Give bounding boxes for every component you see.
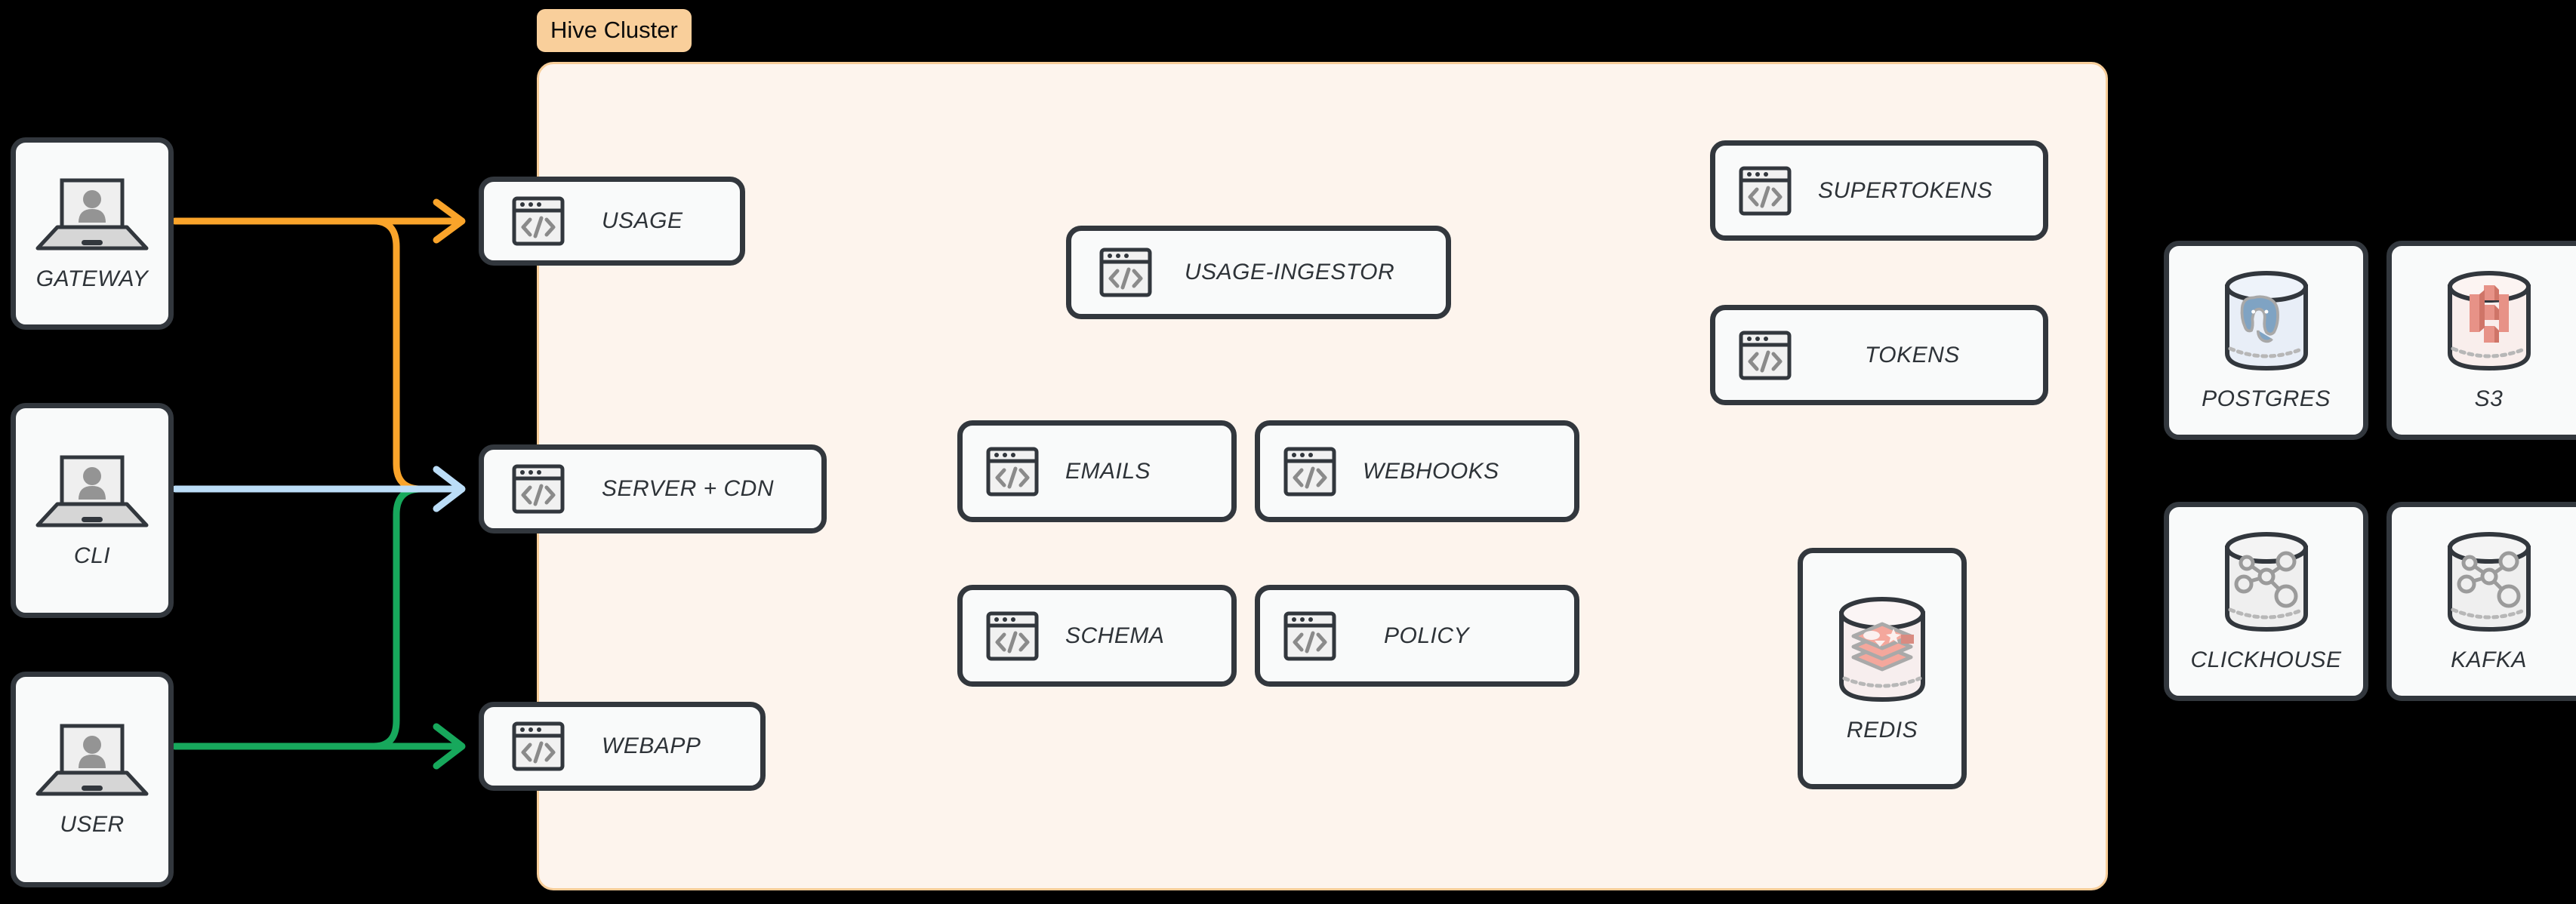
- code-window-icon: [1738, 328, 1792, 383]
- node-webhooks[interactable]: WEBHOOKS: [1255, 420, 1579, 522]
- code-window-icon: [985, 609, 1040, 663]
- node-label: SUPERTOKENS: [1818, 177, 1993, 203]
- code-window-icon: [511, 194, 565, 248]
- code-window-icon: [511, 462, 565, 516]
- node-redis[interactable]: REDIS: [1798, 548, 1967, 789]
- node-usage-ingestor[interactable]: USAGE-INGESTOR: [1066, 226, 1451, 319]
- code-window-icon: [511, 719, 565, 773]
- node-cli[interactable]: CLI: [11, 403, 174, 618]
- edge-gateway-server-cdn: [171, 217, 460, 493]
- code-window-icon: [1098, 245, 1153, 300]
- postgres-db-icon: [2217, 269, 2316, 374]
- node-label: CLICKHOUSE: [2190, 647, 2342, 672]
- node-label: USAGE-INGESTOR: [1185, 260, 1395, 284]
- node-tokens[interactable]: TOKENS: [1710, 305, 2048, 405]
- code-window-icon: [1283, 609, 1337, 663]
- node-label: CLI: [73, 543, 111, 568]
- node-policy[interactable]: POLICY: [1255, 585, 1579, 687]
- redis-db-icon: [1829, 594, 1935, 706]
- graph-db-icon: [2217, 530, 2316, 635]
- node-label: USAGE: [602, 208, 683, 233]
- node-label: POSTGRES: [2202, 386, 2331, 411]
- node-label: SERVER + CDN: [602, 476, 775, 501]
- s3-db-icon: [2439, 269, 2539, 374]
- code-window-icon: [985, 444, 1040, 499]
- laptop-user-icon: [33, 721, 151, 800]
- hive-cluster-label: Hive Cluster: [537, 9, 692, 52]
- node-label: KAFKA: [2451, 647, 2527, 672]
- node-webapp[interactable]: WEBAPP: [479, 702, 766, 791]
- node-label: USER: [60, 812, 125, 837]
- laptop-user-icon: [33, 453, 151, 531]
- edge-gateway-usage: [171, 198, 466, 244]
- node-label: WEBAPP: [602, 733, 701, 758]
- node-gateway[interactable]: GATEWAY: [11, 137, 174, 330]
- node-label: S3: [2474, 386, 2504, 411]
- node-emails[interactable]: EMAILS: [957, 420, 1237, 522]
- code-window-icon: [1738, 164, 1792, 218]
- node-s3[interactable]: S3: [2386, 241, 2576, 440]
- edge-user-webapp: [171, 723, 466, 770]
- node-label: TOKENS: [1865, 342, 1960, 367]
- node-clickhouse[interactable]: CLICKHOUSE: [2164, 502, 2368, 701]
- node-server-cdn[interactable]: SERVER + CDN: [479, 444, 827, 533]
- node-kafka[interactable]: KAFKA: [2386, 502, 2576, 701]
- node-user[interactable]: USER: [11, 672, 174, 887]
- node-label: EMAILS: [1065, 458, 1151, 484]
- graph-db-icon: [2439, 530, 2539, 635]
- node-schema[interactable]: SCHEMA: [957, 585, 1237, 687]
- code-window-icon: [1283, 444, 1337, 499]
- node-label: POLICY: [1384, 623, 1470, 648]
- edge-user-server-cdn: [171, 485, 460, 750]
- node-label: WEBHOOKS: [1363, 458, 1499, 484]
- laptop-user-icon: [33, 176, 151, 254]
- node-label: SCHEMA: [1065, 623, 1165, 648]
- node-postgres[interactable]: POSTGRES: [2164, 241, 2368, 440]
- node-label: GATEWAY: [35, 266, 149, 291]
- node-usage[interactable]: USAGE: [479, 177, 745, 266]
- node-supertokens[interactable]: SUPERTOKENS: [1710, 140, 2048, 241]
- node-label: REDIS: [1846, 718, 1918, 743]
- edge-cli-server-cdn: [171, 466, 466, 512]
